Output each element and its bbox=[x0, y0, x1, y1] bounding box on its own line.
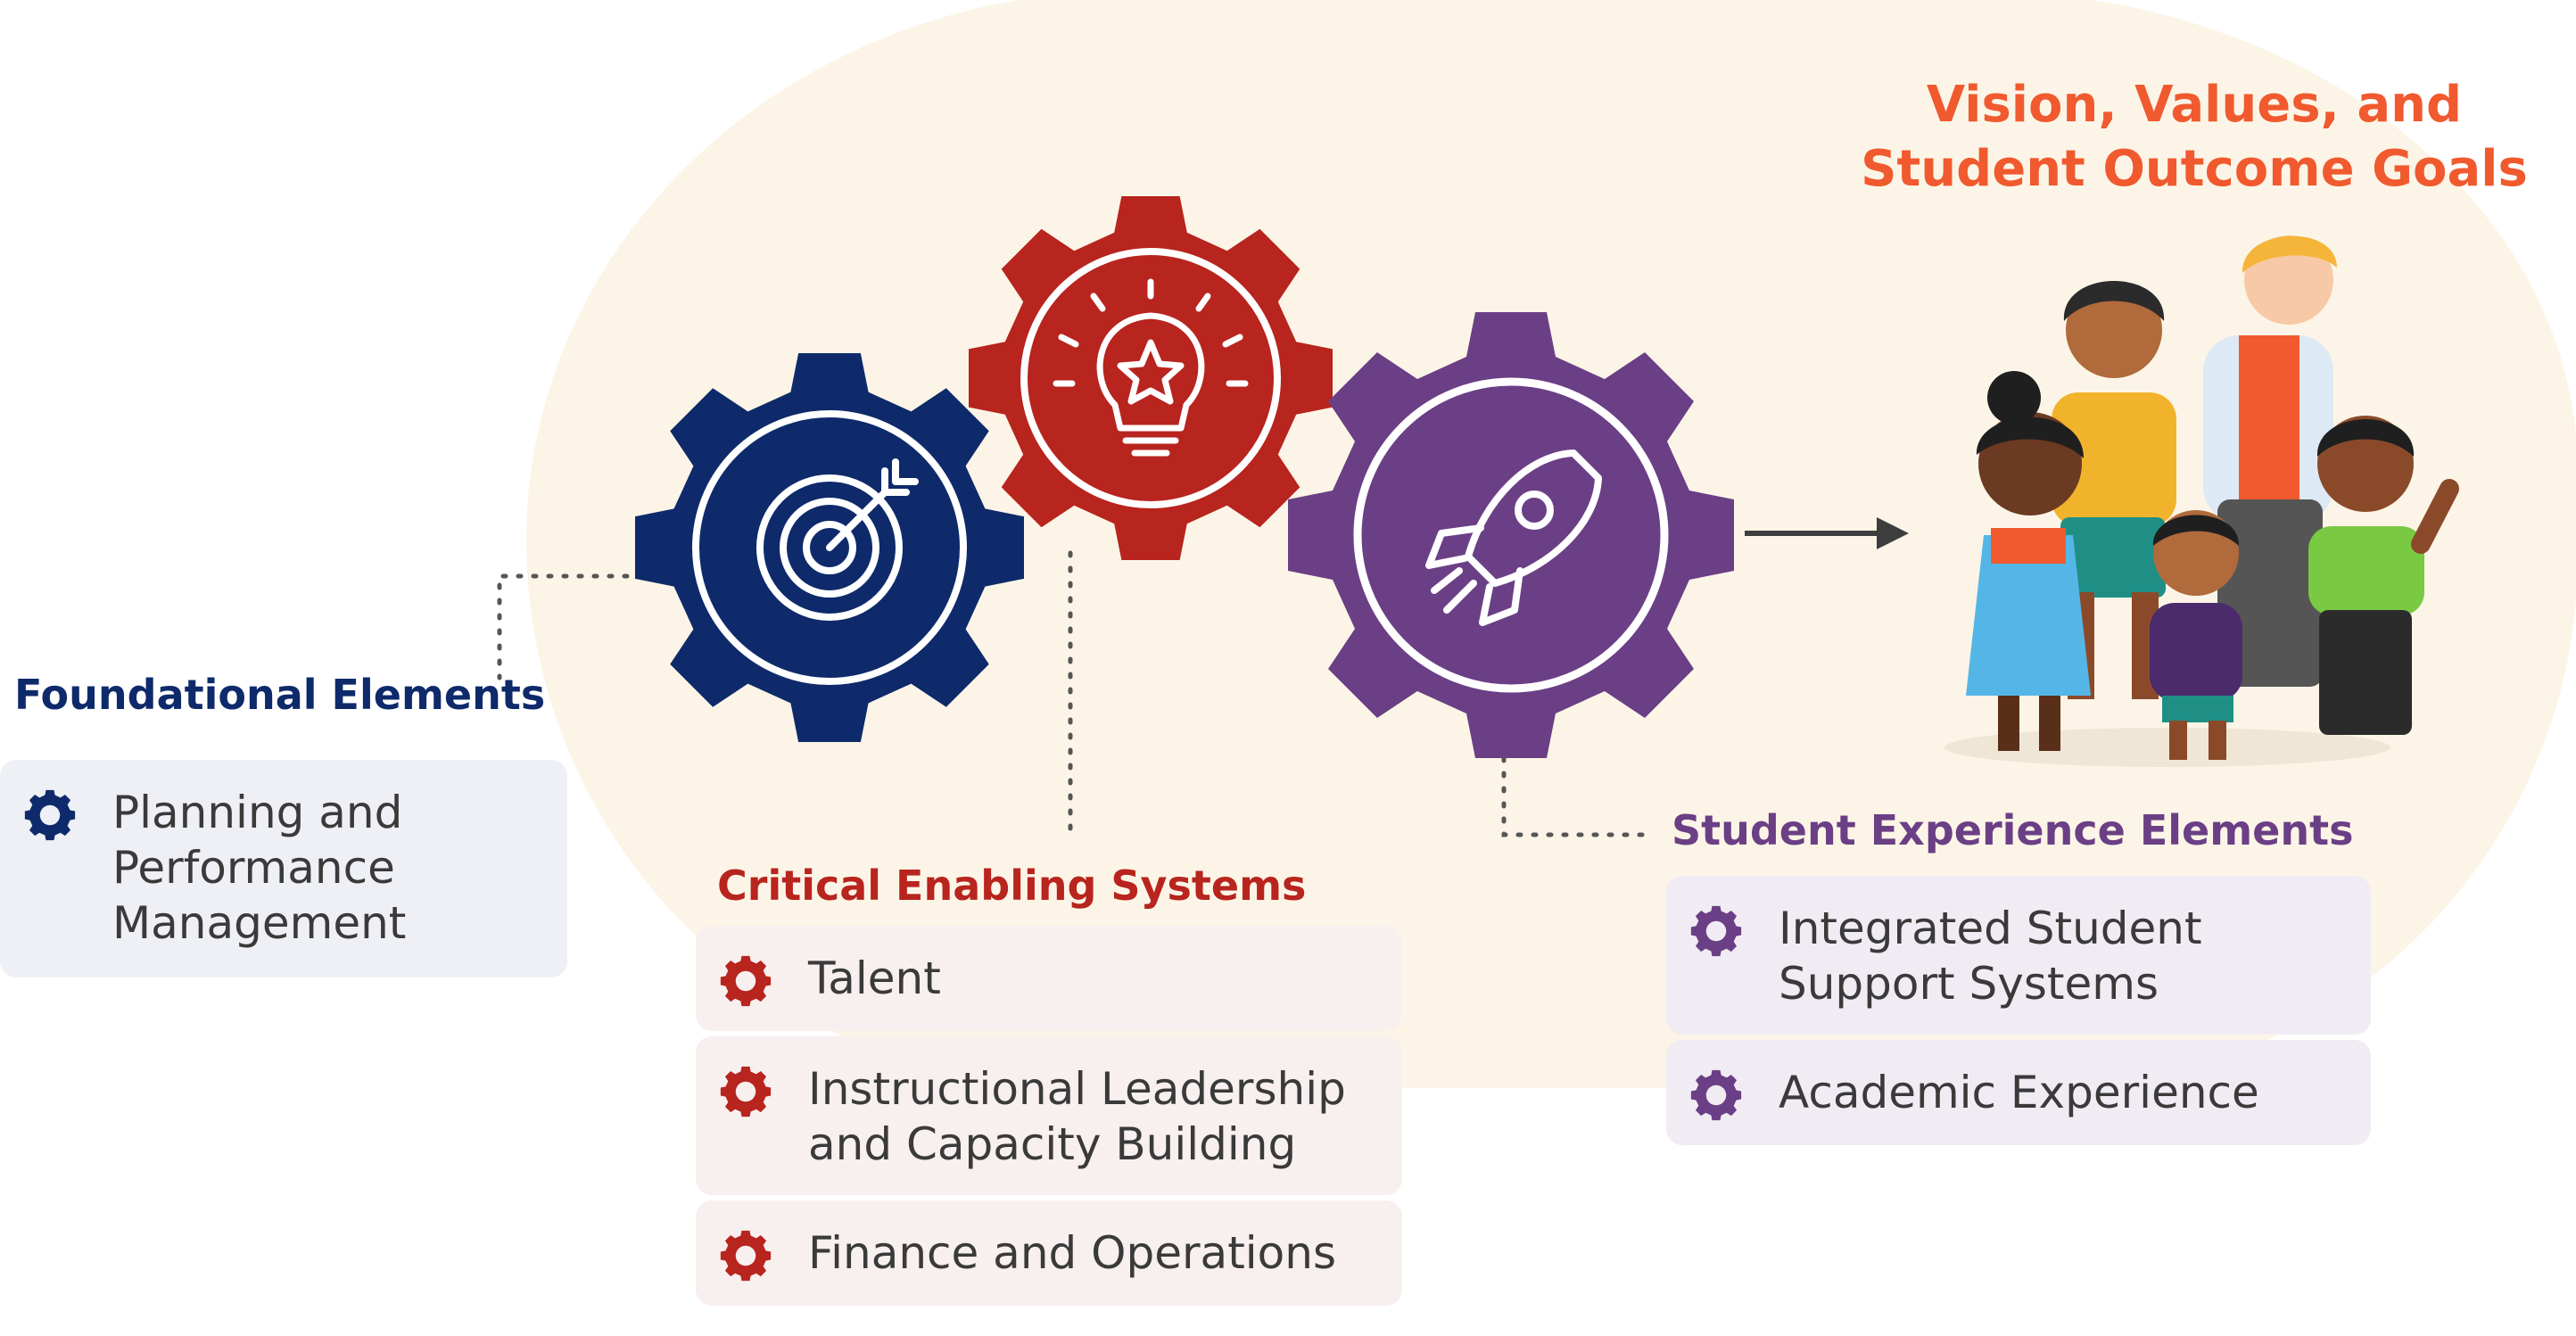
gear-icon bbox=[24, 789, 76, 841]
gear-icon bbox=[1690, 1069, 1742, 1121]
gear-icon bbox=[720, 1066, 772, 1117]
list-item-academic-experience: Academic Experience bbox=[1666, 1040, 2371, 1145]
list-item-label: Instructional Leadership and Capacity Bu… bbox=[808, 1063, 1346, 1170]
connector-foundational bbox=[497, 573, 645, 680]
lightbulb-star-icon bbox=[1053, 278, 1249, 457]
student-experience-elements-title: Student Experience Elements bbox=[1672, 806, 2354, 854]
critical-gear bbox=[969, 196, 1333, 560]
rocket-icon bbox=[1425, 449, 1602, 626]
student-gear bbox=[1288, 312, 1734, 758]
list-item-integrated-support: Integrated Student Support Systems bbox=[1666, 876, 2371, 1035]
outcome-title: Vision, Values, and Student Outcome Goal… bbox=[1855, 73, 2533, 202]
list-item-finance-operations: Finance and Operations bbox=[696, 1200, 1402, 1306]
small-girl-purple-shirt bbox=[2150, 510, 2242, 760]
critical-enabling-systems-card: Talent Instructional Leadership and Capa… bbox=[696, 926, 1402, 1306]
critical-enabling-systems-title: Critical Enabling Systems bbox=[717, 862, 1307, 910]
gear-icon bbox=[720, 955, 772, 1007]
list-item-label: Finance and Operations bbox=[808, 1227, 1337, 1279]
list-item-label: Planning and Performance Management bbox=[112, 787, 407, 949]
girl-blue-dress bbox=[1966, 371, 2091, 751]
foundational-gear bbox=[635, 353, 1024, 742]
gear-icon bbox=[720, 1230, 772, 1282]
adult-figure bbox=[2203, 235, 2337, 687]
boy-green-shirt bbox=[2308, 416, 2459, 735]
outcome-title-line-1: Vision, Values, and bbox=[1926, 76, 2463, 134]
list-item-planning: Planning and Performance Management bbox=[0, 760, 567, 977]
arrow-to-outcomes bbox=[1745, 517, 1909, 549]
boy-yellow-shirt bbox=[2052, 281, 2176, 699]
outcome-title-line-2: Student Outcome Goals bbox=[1861, 140, 2528, 198]
connector-student bbox=[1501, 755, 1653, 837]
list-item-label: Academic Experience bbox=[1779, 1067, 2259, 1118]
list-item-talent: Talent bbox=[696, 926, 1402, 1031]
list-item-label: Integrated Student Support Systems bbox=[1779, 903, 2202, 1010]
target-icon bbox=[756, 458, 919, 621]
list-item-instructional-leadership: Instructional Leadership and Capacity Bu… bbox=[696, 1036, 1402, 1195]
gear-icon bbox=[1690, 905, 1742, 957]
list-item-label: Talent bbox=[808, 953, 941, 1004]
student-experience-elements-card: Integrated Student Support Systems Acade… bbox=[1666, 876, 2371, 1145]
foundational-elements-card: Planning and Performance Management bbox=[0, 760, 567, 977]
group-of-students-and-adult-illustration bbox=[1944, 235, 2459, 767]
foundational-elements-title: Foundational Elements bbox=[14, 671, 546, 719]
